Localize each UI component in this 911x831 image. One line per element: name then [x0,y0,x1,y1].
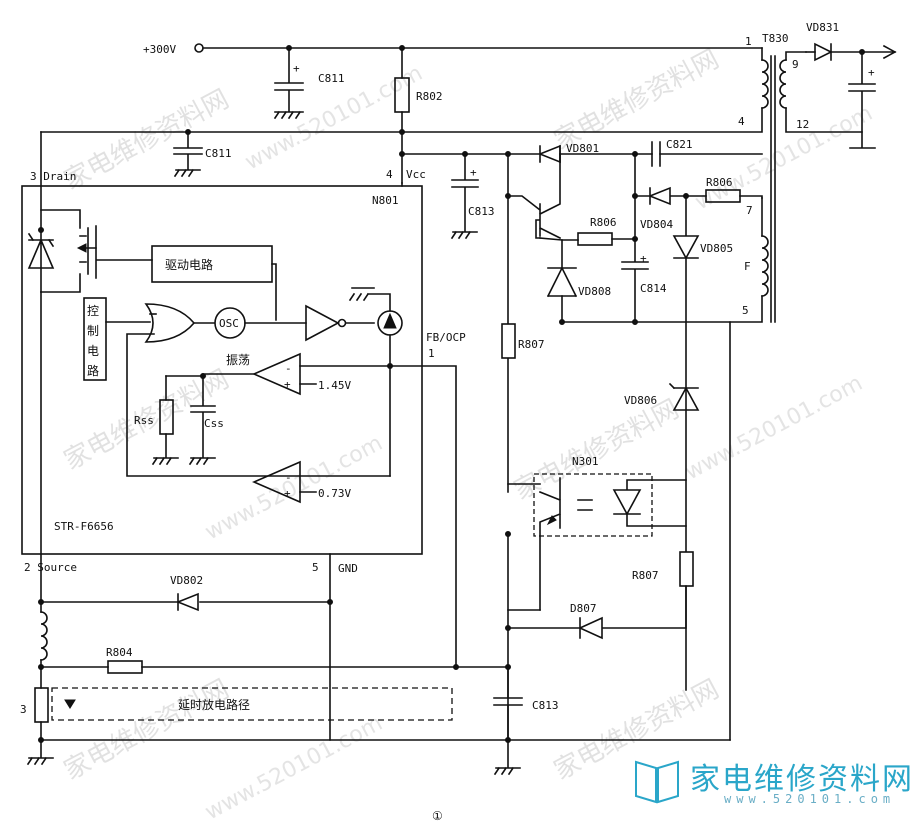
capacitor-c811-top: + C811 [273,47,345,120]
svg-text:驱动电路: 驱动电路 [165,257,213,272]
svg-text:F: F [744,260,751,273]
logo-brand: 家电维修资料网 [690,762,911,797]
svg-text:www.520101.com: www.520101.com [201,711,387,826]
svg-text:1: 1 [745,35,752,48]
svg-text:C814: C814 [640,282,667,295]
soft-start-rc: Rss Css [134,375,224,466]
svg-text:-: - [285,362,292,375]
svg-text:5: 5 [742,304,749,317]
svg-text:1.45V: 1.45V [318,379,351,392]
ic-n801: 3 Drain 4 Vcc N801 FB/OCP 1 STR-F6656 2 … [21,168,466,575]
svg-text:www.520101.com: www.520101.com [691,101,877,216]
svg-text:Vcc: Vcc [406,168,426,181]
svg-text:VD831: VD831 [806,21,839,34]
svg-text:家电维修资料网: 家电维修资料网 [59,674,234,786]
svg-text:4: 4 [386,168,393,181]
svg-text:7: 7 [746,204,753,217]
svg-text:T830: T830 [762,32,789,45]
delay-path: 延时放电路径 [51,687,453,721]
svg-text:R806: R806 [590,216,617,229]
svg-text:N801: N801 [372,194,399,207]
capacitor-c813-bottom: C813 [493,664,731,776]
resistor-r802: R802 [394,47,443,184]
svg-text:C813: C813 [468,205,495,218]
svg-text:路: 路 [87,363,99,378]
site-logo: 家电维修资料网 www.520101.com [632,752,911,812]
svg-text:+: + [284,378,291,391]
svg-text:GND: GND [338,562,358,575]
svg-text:+: + [470,166,477,179]
svg-text:+: + [284,487,291,500]
svg-text:C811: C811 [205,147,232,160]
svg-text:Css: Css [204,417,224,430]
svg-text:3 Drain: 3 Drain [30,170,76,183]
svg-text:D807: D807 [570,602,597,615]
svg-text:www.520101.com: www.520101.com [201,431,387,546]
svg-text:R806: R806 [706,176,733,189]
svg-text:控: 控 [87,304,99,318]
svg-text:VD806: VD806 [624,394,657,407]
svg-text:4: 4 [738,115,745,128]
svg-text:C821: C821 [666,138,693,151]
svg-text:www.520101.com: www.520101.com [681,371,867,486]
svg-text:家电维修资料网: 家电维修资料网 [59,84,234,196]
supply-label: +300V [143,43,176,56]
source-network: VD802 R804 3 [20,291,507,766]
svg-text:+: + [293,62,300,75]
svg-text:R804: R804 [106,646,133,659]
driver-block: 驱动电路 [151,245,277,321]
svg-text:STR-F6656: STR-F6656 [54,520,114,533]
control-block: 控 制 电 路 [83,297,151,381]
svg-text:12: 12 [796,118,809,131]
mosfet-icon [27,209,153,293]
svg-text:+: + [640,252,647,265]
svg-text:-: - [285,471,292,484]
svg-text:C813: C813 [532,699,559,712]
svg-text:5: 5 [312,561,319,574]
comparator-2: - + 0.73V [251,460,351,504]
svg-text:R807: R807 [632,569,659,582]
svg-text:VD802: VD802 [170,574,203,587]
svg-text:N301: N301 [572,455,599,468]
svg-text:FB/OCP: FB/OCP [426,331,466,344]
supply-rail: +300V [143,43,763,56]
svg-text:VD808: VD808 [578,285,611,298]
logo-site: www.520101.com [724,792,896,806]
svg-text:VD804: VD804 [640,218,673,231]
svg-text:OSC: OSC [219,317,239,330]
svg-text:9: 9 [792,58,799,71]
svg-text:振荡: 振荡 [226,353,250,367]
svg-text:家电维修资料网: 家电维修资料网 [549,44,724,156]
or-gate [126,303,391,477]
book-icon [635,760,679,804]
osc-block: OSC 振荡 [214,307,307,367]
figure-number: ① [432,809,443,823]
fb-line [389,365,457,668]
svg-text:R807: R807 [518,338,545,351]
svg-text:3: 3 [20,703,27,716]
svg-text:家电维修资料网: 家电维修资料网 [509,394,684,506]
svg-text:1: 1 [428,347,435,360]
r807-d807: R807 D807 [505,551,694,640]
svg-text:Rss: Rss [134,414,154,427]
svg-text:VD801: VD801 [566,142,599,155]
svg-text:电: 电 [87,344,99,358]
svg-text:+: + [868,66,875,79]
svg-text:R802: R802 [416,90,443,103]
svg-text:VD805: VD805 [700,242,733,255]
transformer-icon: T830 1 4 9 12 VD831 + 7 F 5 [401,21,897,323]
svg-text:0.73V: 0.73V [318,487,351,500]
svg-text:制: 制 [87,324,99,338]
vcc-network: + C813 VD801 C821 R806 VD808 + C814 VD80… [401,138,763,691]
svg-text:延时放电路径: 延时放电路径 [178,697,250,712]
svg-text:C811: C811 [318,72,345,85]
svg-text:2 Source: 2 Source [24,561,77,574]
feedback-network: R807 VD806 [501,321,731,741]
